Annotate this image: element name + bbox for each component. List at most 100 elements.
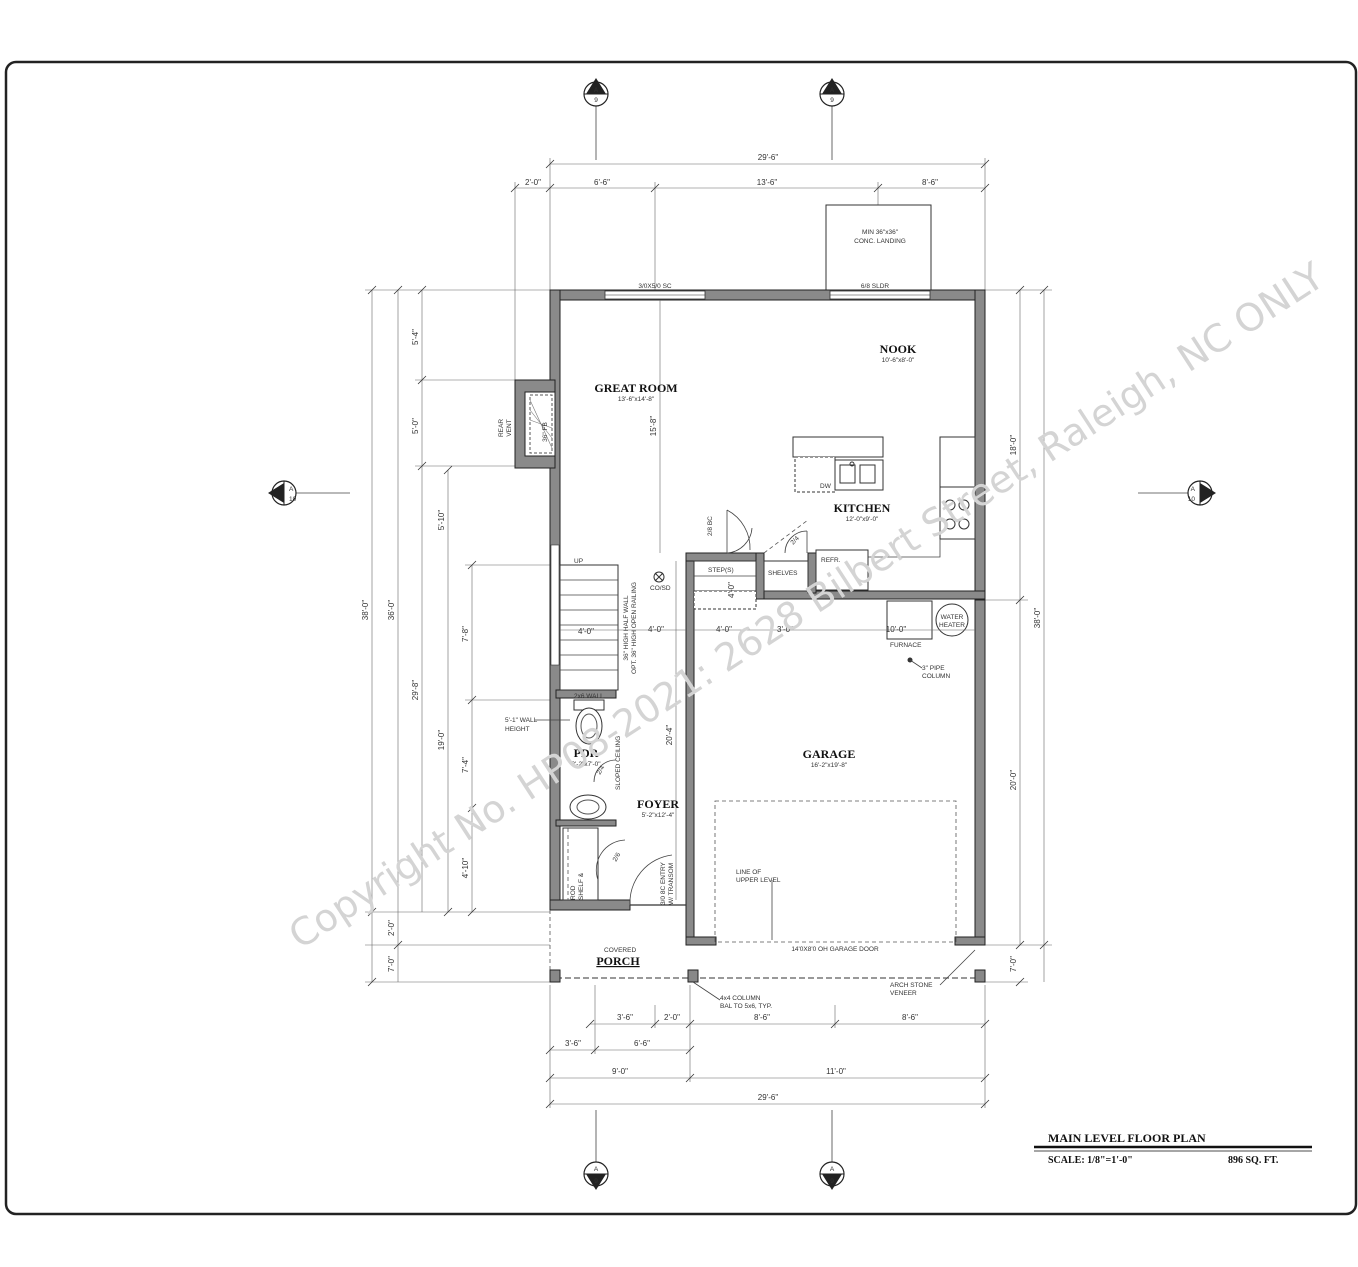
room-garage-name: GARAGE xyxy=(803,747,856,761)
slider-note: 6/8 SLDR xyxy=(861,283,889,290)
room-garage-size: 16'-2"x19'-8" xyxy=(811,762,848,769)
upper-level-2: UPPER LEVEL xyxy=(736,877,781,884)
cosd-label: CO/SD xyxy=(650,585,671,592)
marker-letter: A xyxy=(830,87,835,94)
marker-letter: A xyxy=(289,486,294,493)
marker-sheet: 9 xyxy=(594,1178,598,1185)
room-great-room-size: 13'-6"x14'-8" xyxy=(618,396,655,403)
marker-letter: A xyxy=(830,1166,835,1173)
dim-top-b: 6'-6" xyxy=(594,178,610,187)
copyright-watermark: Copyright No. HP08-2021: 2628 Bilbert St… xyxy=(281,253,1332,957)
half-wall-note-1: 36" HIGH HALF WALL xyxy=(623,595,630,661)
arch-stone-1: ARCH STONE xyxy=(890,982,933,989)
wall-height-2: HEIGHT xyxy=(505,726,530,733)
rear-vent-1: REAR xyxy=(498,419,505,437)
dim-top-overall: 29'-6" xyxy=(758,153,779,162)
dim-right-b: 20'-0" xyxy=(1009,770,1018,791)
room-porch-name: PORCH xyxy=(596,954,640,968)
section-marker-bottom-left: A 9 xyxy=(583,1110,609,1190)
room-nook-name: NOOK xyxy=(880,342,917,356)
sloped-ceiling-label: SLOPED CEILING xyxy=(615,736,622,790)
landing-note-1: MIN 36"x36" xyxy=(862,229,899,236)
garage-door-label: 14'0X8'0 OH GARAGE DOOR xyxy=(791,946,879,953)
dim-left-e: 7'-8" xyxy=(461,626,470,642)
dim-left-d: 19'-0" xyxy=(437,730,446,751)
room-nook-size: 10'-6"x8'-0" xyxy=(882,357,915,364)
dim-top-c: 13'-6" xyxy=(757,178,778,187)
top-dimensions: 29'-6" 2'-0" 6'-6" 13'-6" 8'-6" xyxy=(510,153,990,390)
room-kitchen-name: KITCHEN xyxy=(834,501,891,515)
half-wall-note-2: OPT. 36" HIGH OPEN RAILING xyxy=(631,582,638,674)
dim-left-j: 5'-10" xyxy=(437,510,446,531)
dim-bot-g: 9'-0" xyxy=(612,1067,628,1076)
landing-note-2: CONC. LANDING xyxy=(854,238,906,245)
right-dimensions: 18'-0" 38'-0" 20'-0" 7'-0" xyxy=(985,285,1052,987)
dim-bot-a: 3'-6" xyxy=(617,1013,633,1022)
plan-scale: SCALE: 1/8"=1'-0" xyxy=(1048,1155,1133,1166)
left-dimensions: 38'-0" 36'-0" 29'-8" 19'-0" 7'-8" 7'-4" … xyxy=(361,285,560,987)
room-great-room-name: GREAT ROOM xyxy=(594,381,677,395)
entry-door-1: 3/0 8C ENTRY xyxy=(660,861,667,905)
dim-top-a: 2'-0" xyxy=(525,178,541,187)
column-note-1: 4x4 COLUMN xyxy=(720,995,761,1002)
room-foyer-name: FOYER xyxy=(637,797,679,811)
room-pdr-name: PDR xyxy=(574,746,599,760)
marker-letter: A xyxy=(594,1166,599,1173)
plan-title: MAIN LEVEL FLOOR PLAN xyxy=(1048,1131,1206,1145)
dim-bot-f: 6'-6" xyxy=(634,1039,650,1048)
dim-right-a: 18'-0" xyxy=(1009,435,1018,456)
section-marker-top-left: A 9 xyxy=(583,78,609,160)
entry-door-2: W/ TRANSOM xyxy=(668,863,675,905)
wall-2x6-label: 2x6 WALL xyxy=(574,693,604,700)
plan-area: 896 SQ. FT. xyxy=(1228,1155,1279,1166)
section-marker-bottom-right: A 9 xyxy=(819,1110,845,1190)
section-marker-right: A 10 xyxy=(1138,480,1216,506)
stairs: UP 36" HIGH HALF WALL OPT. 36" HIGH OPEN… xyxy=(559,509,757,691)
dim-int-gr: 15'-8" xyxy=(649,416,658,437)
dim-left-f: 7'-4" xyxy=(461,757,470,773)
fireplace-note: 36" FB xyxy=(542,422,549,442)
marker-sheet: 9 xyxy=(830,97,834,104)
room-kitchen-size: 12'-0"x9'-0" xyxy=(846,516,879,523)
dim-int-a: 4'-0" xyxy=(578,627,594,636)
dim-left-b: 36'-0" xyxy=(387,600,396,621)
room-labels: GREAT ROOM 13'-6"x14'-8" NOOK 10'-6"x8'-… xyxy=(571,342,917,968)
upper-level-1: LINE OF xyxy=(736,869,761,876)
door-28bc-label: 2/8 BC xyxy=(707,516,714,536)
dim-right-c: 7'-0" xyxy=(1009,956,1018,972)
dim-left-l: 7'-0" xyxy=(387,956,396,972)
covered-label: COVERED xyxy=(604,947,636,954)
dim-int-e: 10'-0" xyxy=(886,625,907,634)
dim-step: 4'-0" xyxy=(727,582,736,598)
dim-bot-overall: 29'-6" xyxy=(758,1093,779,1102)
dim-bot-d: 8'-6" xyxy=(902,1013,918,1022)
section-marker-left: A 10 xyxy=(268,480,350,506)
closet-door-label: 2/6 xyxy=(612,851,623,863)
kitchen-fixtures: DW REFR. SHELVES 2/4 xyxy=(763,436,976,592)
interior-dimensions: 15'-8" 20'-4" 4'-0" 4'-0" 4'-0" 3'-0" 10… xyxy=(560,300,975,900)
wall-height-1: 5'-1" WALL xyxy=(505,717,538,724)
title-block: MAIN LEVEL FLOOR PLAN SCALE: 1/8"=1'-0" … xyxy=(1034,1131,1312,1166)
dim-left-k: 2'-0" xyxy=(387,920,396,936)
marker-letter: A xyxy=(1191,486,1196,493)
pdr-door-label: 2/4 xyxy=(596,764,607,776)
dim-int-b: 4'-0" xyxy=(648,625,664,634)
rod-shelf-2: SHELF & xyxy=(578,872,585,900)
dim-bot-b: 2'-0" xyxy=(664,1013,680,1022)
rear-vent-2: VENT xyxy=(506,419,513,436)
entry-door: 3/0 8C ENTRY W/ TRANSOM xyxy=(629,854,686,906)
dim-left-g: 4'-10" xyxy=(461,858,470,879)
marker-sheet: 9 xyxy=(594,97,598,104)
dw-label: DW xyxy=(820,483,832,490)
co-sd-detector: CO/SD xyxy=(650,571,671,592)
shelves-label: SHELVES xyxy=(768,570,798,577)
room-foyer-size: 5'-2"x12'-4" xyxy=(642,812,675,819)
bottom-dimensions: 3'-6" 2'-0" 8'-6" 8'-6" 3'-6" 6'-6" 9'-0… xyxy=(545,985,990,1109)
dim-bot-h: 11'-0" xyxy=(826,1067,846,1076)
marker-sheet: 10 xyxy=(1188,496,1196,503)
porch: 4x4 COLUMN BAL TO 5x6, TYP. ARCH STONE V… xyxy=(549,910,986,1010)
dim-left-i: 5'-0" xyxy=(411,418,420,434)
furnace-label: FURNACE xyxy=(890,642,922,649)
water-heater-2: HEATER xyxy=(939,622,965,629)
